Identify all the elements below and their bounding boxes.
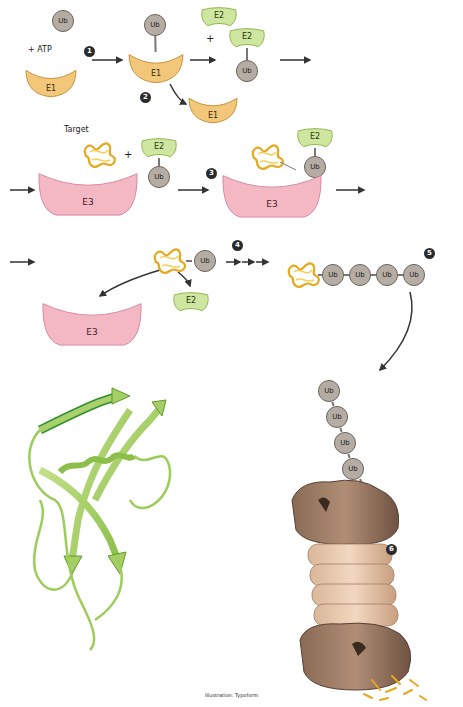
text-label: + xyxy=(206,34,214,44)
ubiquitin-ball: Ub xyxy=(349,264,371,286)
node-label: E3 xyxy=(266,200,277,209)
e2-enzyme: E2 xyxy=(140,136,178,158)
node-label: Ub xyxy=(332,414,342,421)
e3-ligase: E3 xyxy=(38,170,138,216)
text-label: Illustration: Typoform xyxy=(205,693,258,698)
text-label: Target xyxy=(64,126,89,134)
node-label: E3 xyxy=(82,198,93,207)
e2-enzyme: E2 xyxy=(172,290,210,312)
ubiquitin-ball: Ub xyxy=(403,264,425,286)
ubiquitin-ball: Ub xyxy=(148,166,170,188)
node-label: Ub xyxy=(382,272,392,279)
ubiquitin-ball: Ub xyxy=(236,60,258,82)
bond-line xyxy=(344,274,349,276)
node-label: Ub xyxy=(58,18,68,25)
callout-number: 5 xyxy=(424,248,435,259)
ubiquitin-ball: Ub xyxy=(376,264,398,286)
node-label: E1 xyxy=(208,112,218,120)
callout-number: 2 xyxy=(140,92,151,103)
node-label: Ub xyxy=(242,68,252,75)
node-label: Ub xyxy=(324,388,334,395)
node-label: Ub xyxy=(348,466,358,473)
node-label: Ub xyxy=(355,272,365,279)
ubiquitin-ball: Ub xyxy=(318,380,340,402)
node-label: Ub xyxy=(409,272,419,279)
node-label: E3 xyxy=(86,328,97,337)
ubiquitin-ball: Ub xyxy=(326,406,348,428)
node-label: E2 xyxy=(186,297,196,305)
e3-ligase-outline xyxy=(222,172,322,218)
node-label: E1 xyxy=(46,85,56,93)
bond-line xyxy=(332,402,333,406)
node-label: Ub xyxy=(150,22,160,29)
text-label: + xyxy=(124,150,132,160)
e1-enzyme: E1 xyxy=(25,68,77,98)
ubiquitin-ball: Ub xyxy=(304,156,326,178)
node-label: E2 xyxy=(214,12,224,20)
ubiquitin-ball: Ub xyxy=(52,10,74,32)
e3-ligase: E3 xyxy=(42,300,142,346)
ubiquitin-ball: Ub xyxy=(144,14,166,36)
node-label: E1 xyxy=(151,70,161,78)
node-label: E2 xyxy=(154,143,164,151)
node-label: Ub xyxy=(154,174,164,181)
node-label: Ub xyxy=(340,440,350,447)
bond-line xyxy=(398,274,403,276)
node-label: Ub xyxy=(310,164,320,171)
text-label: + ATP xyxy=(28,46,52,54)
e1-enzyme-outline xyxy=(25,68,77,98)
e2-enzyme: E2 xyxy=(296,126,334,148)
bond-line xyxy=(371,274,376,276)
bond-line xyxy=(340,428,341,432)
callout-number: 6 xyxy=(386,544,397,555)
e2-enzyme: E2 xyxy=(228,26,266,48)
e1-enzyme: E1 xyxy=(188,96,238,124)
ubiquitin-ball: Ub xyxy=(334,432,356,454)
bond-line xyxy=(154,36,156,52)
node-label: Ub xyxy=(328,272,338,279)
bond-line xyxy=(314,148,316,156)
ubiquitin-ball: Ub xyxy=(322,264,344,286)
ubiquitin-ball: Ub xyxy=(194,250,216,272)
e2-enzyme: E2 xyxy=(200,5,238,27)
e3-ligase: E3 xyxy=(222,172,322,218)
node-label: E2 xyxy=(242,33,252,41)
bond-line xyxy=(246,48,248,60)
node-label: Ub xyxy=(200,258,210,265)
ubiquitin-ball: Ub xyxy=(342,458,364,480)
e1-enzyme: E1 xyxy=(128,52,184,84)
e3-ligase-outline xyxy=(38,170,138,216)
e1-enzyme-outline xyxy=(128,52,184,84)
callout-number: 4 xyxy=(232,240,243,251)
callout-number: 3 xyxy=(206,168,217,179)
e3-ligase-outline xyxy=(42,300,142,346)
bond-line xyxy=(158,158,160,166)
bond-line xyxy=(348,454,349,458)
node-label: E2 xyxy=(310,133,320,141)
callout-number: 1 xyxy=(84,46,95,57)
